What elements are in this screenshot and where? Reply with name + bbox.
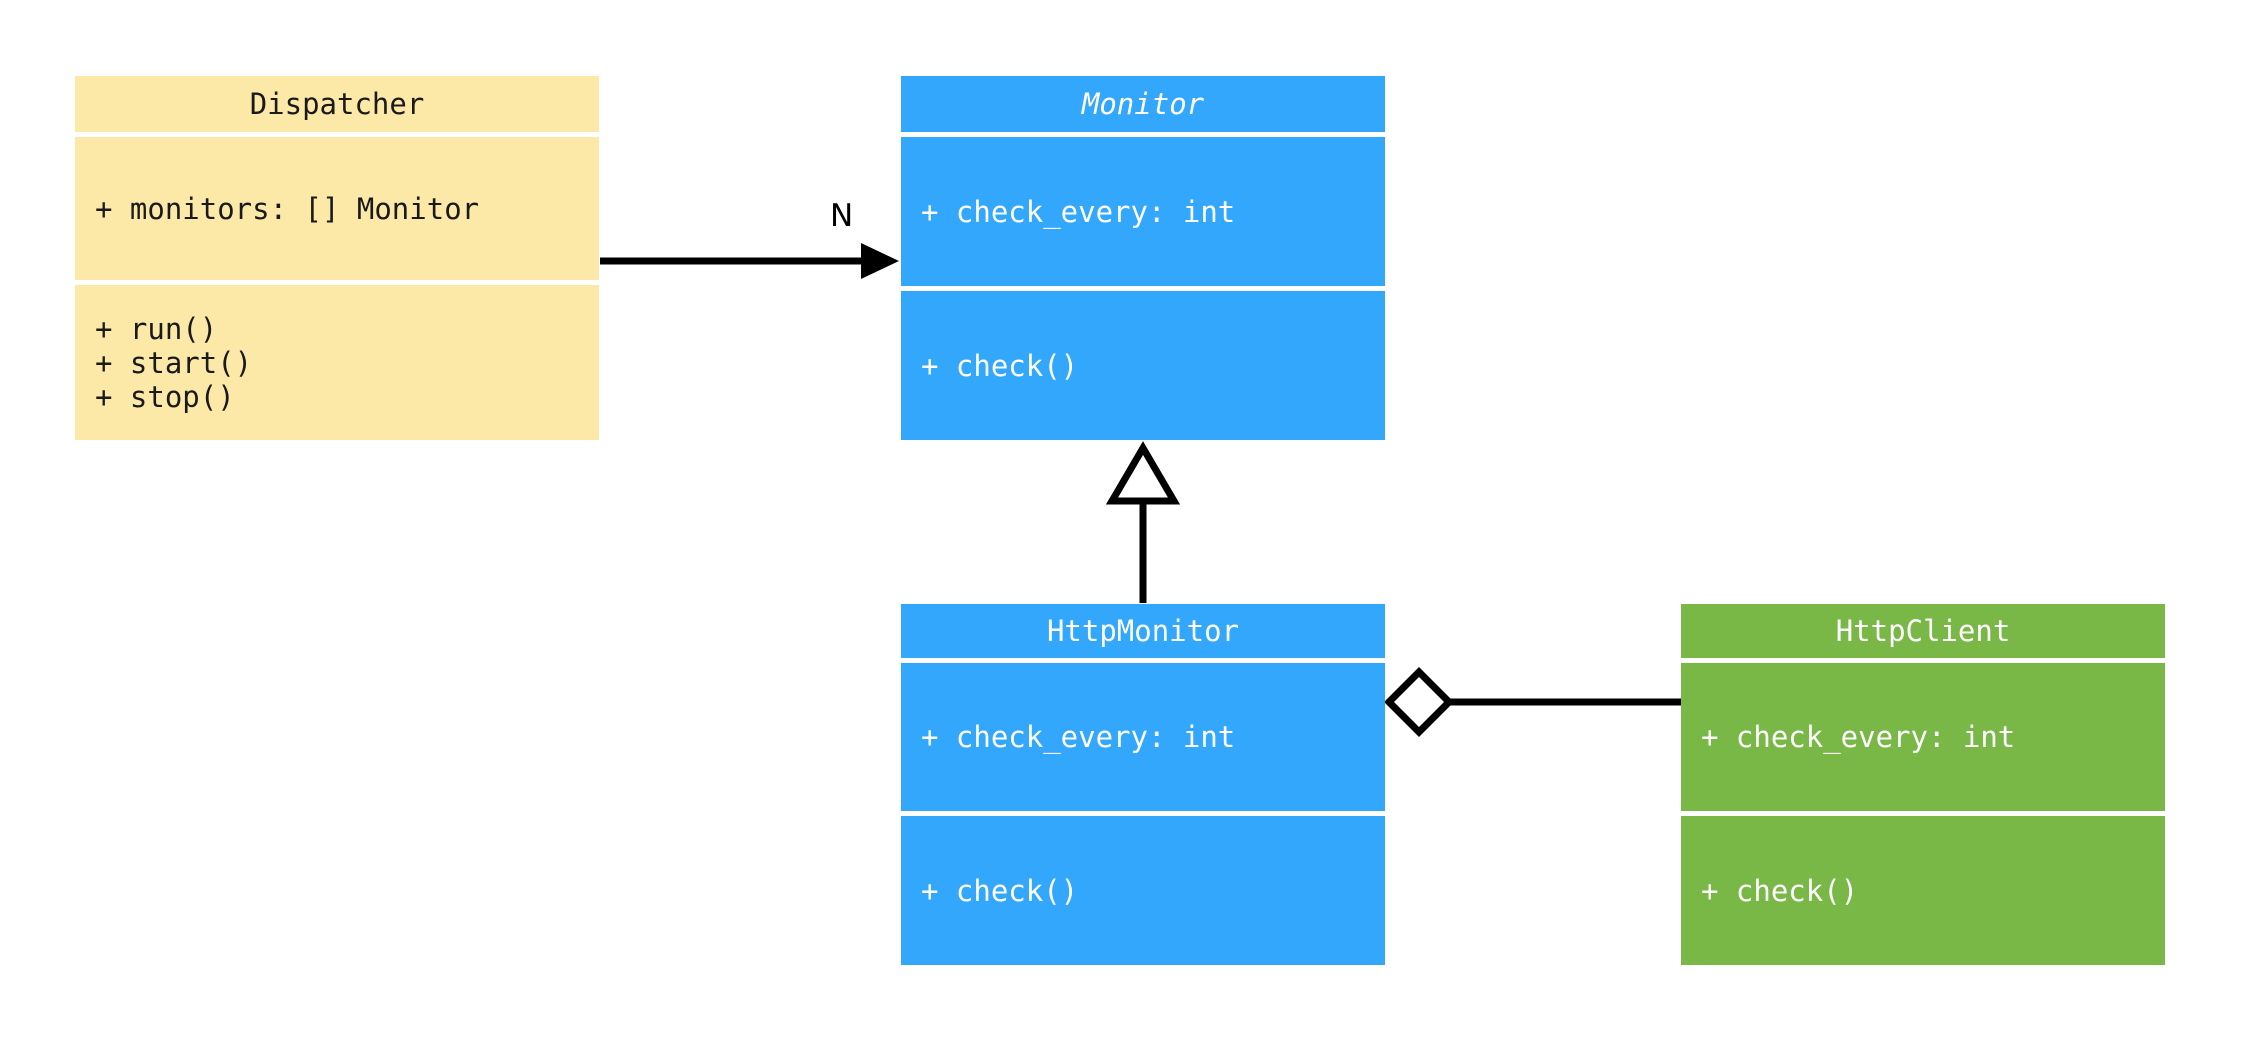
attribute-row: + check_every: int: [921, 194, 1236, 229]
filled-arrowhead-icon: [861, 243, 899, 279]
class-attributes-http-monitor: + check_every: int: [901, 658, 1385, 811]
class-methods-http-monitor: + check(): [901, 811, 1385, 965]
attribute-row: + check_every: int: [1701, 720, 2016, 754]
attribute-row: + monitors: [] Monitor: [95, 191, 480, 226]
association-dispatcher-monitor: [600, 243, 899, 279]
class-attributes-dispatcher: + monitors: [] Monitor: [75, 132, 599, 280]
hollow-triangle-arrowhead-icon: [1105, 441, 1181, 505]
method-row: + check(): [921, 348, 1079, 383]
method-row: + stop(): [95, 379, 235, 414]
class-methods-http-client: + check(): [1681, 811, 2165, 965]
class-title-monitor: Monitor: [901, 76, 1385, 132]
class-attributes-http-client: + check_every: int: [1681, 658, 2165, 811]
class-box-monitor[interactable]: Monitor + check_every: int + check(): [901, 76, 1385, 445]
method-row: + start(): [95, 345, 253, 380]
hollow-diamond-icon: [1384, 667, 1454, 737]
class-title-dispatcher: Dispatcher: [75, 76, 599, 132]
method-row: + check(): [921, 873, 1079, 908]
class-methods-dispatcher: + run() + start() + stop(): [75, 280, 599, 440]
class-box-http-client[interactable]: HttpClient + check_every: int + check(): [1681, 604, 2165, 970]
generalization-httpmonitor-monitor: [1105, 441, 1181, 603]
class-methods-monitor: + check(): [901, 286, 1385, 440]
aggregation-httpmonitor-httpclient: [1384, 667, 1681, 737]
method-row: + check(): [1701, 873, 1859, 908]
class-box-http-monitor[interactable]: HttpMonitor + check_every: int + check(): [901, 604, 1385, 970]
class-title-http-monitor: HttpMonitor: [901, 604, 1385, 658]
multiplicity-label-n: N: [830, 198, 854, 234]
class-attributes-monitor: + check_every: int: [901, 132, 1385, 286]
class-title-http-client: HttpClient: [1681, 604, 2165, 658]
class-box-dispatcher[interactable]: Dispatcher + monitors: [] Monitor + run(…: [75, 76, 599, 445]
attribute-row: + check_every: int: [921, 720, 1236, 754]
method-row: + run(): [95, 311, 218, 346]
